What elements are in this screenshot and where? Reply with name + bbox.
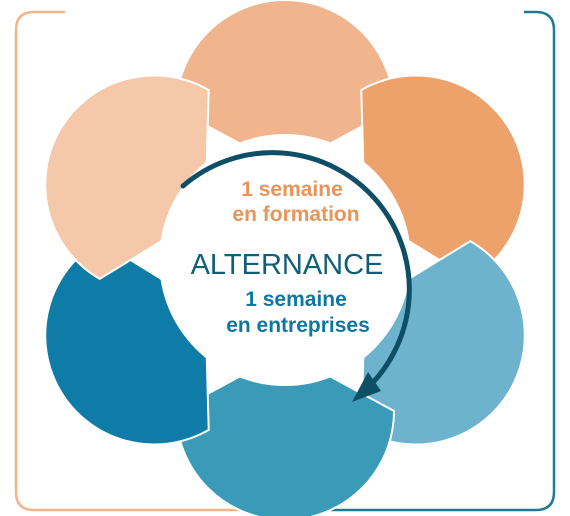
entreprise-line-2: en entreprises [226, 314, 370, 337]
formation-line-2: en formation [232, 203, 359, 226]
center-title: ALTERNANCE [191, 249, 384, 281]
formation-line-1: 1 semaine [241, 178, 343, 201]
petal-top [174, 0, 396, 170]
entreprise-line-1: 1 semaine [245, 288, 347, 311]
frame-right-border [285, 10, 556, 512]
cycle-arrow [180, 150, 412, 396]
hub-thin-gap-ring [172, 147, 398, 373]
petal-bottom [174, 350, 396, 516]
cycle-arrowhead [352, 372, 381, 402]
hub-center [181, 156, 389, 364]
frame-left-border [14, 10, 285, 512]
